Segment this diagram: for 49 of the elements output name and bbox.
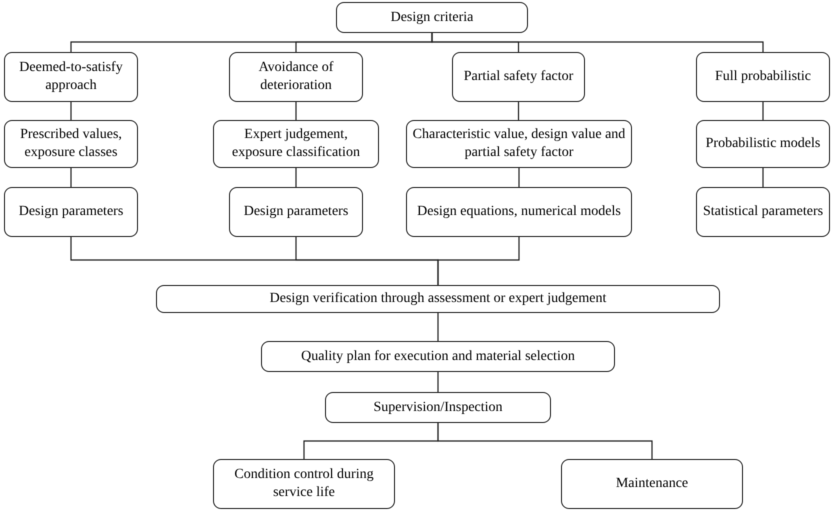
process-box: [406, 187, 632, 237]
box-label: Design criteria: [390, 8, 474, 26]
box-label: Design parameters: [18, 203, 124, 221]
box-label: Expert judgement, exposure classification: [231, 126, 361, 162]
box-label: Quality plan for execution and material selection: [301, 348, 575, 366]
connector-line: [437, 313, 439, 341]
box-label: Condition control during service life: [233, 466, 375, 502]
connector-line: [295, 102, 297, 120]
connector-line: [70, 102, 72, 120]
process-box: [325, 392, 551, 423]
box-label: Avoidance of deterioration: [258, 59, 334, 95]
box-label: Probabilistic models: [706, 135, 820, 153]
process-box: [561, 459, 743, 509]
process-box: [261, 341, 615, 372]
process-box: [4, 52, 138, 102]
connector-line: [437, 372, 439, 392]
process-box: [156, 285, 720, 313]
connector-line: [70, 168, 72, 187]
box-label: Partial safety factor: [464, 68, 574, 86]
process-box: [4, 120, 138, 168]
process-box: [213, 120, 379, 168]
process-box: [336, 2, 528, 33]
connector-line: [518, 168, 520, 187]
connector-line: [762, 102, 764, 120]
box-label: Statistical parameters: [702, 203, 824, 221]
box-label: Supervision/Inspection: [373, 398, 503, 416]
box-label: Prescribed values, exposure classes: [19, 126, 123, 162]
box-label: Characteristic value, design value and partial safety factor: [412, 126, 626, 162]
process-box: [406, 120, 632, 168]
box-label: Design verification through assessment or expert judgement: [270, 290, 606, 308]
process-box: [4, 187, 138, 237]
process-box: [696, 52, 830, 102]
connector-line: [431, 33, 764, 52]
box-label: Design parameters: [244, 203, 348, 221]
connector-line: [437, 237, 520, 285]
process-box: [229, 52, 363, 102]
process-box: [213, 459, 395, 509]
connector-line: [295, 168, 297, 187]
box-label: Design equations, numerical models: [417, 203, 621, 221]
process-box: [696, 120, 830, 168]
connector-line: [762, 168, 764, 187]
box-label: Full probabilistic: [714, 68, 812, 86]
connector-line: [518, 102, 520, 120]
box-label: Maintenance: [616, 475, 688, 493]
connector-line: [437, 423, 653, 459]
box-label: Deemed-to-satisfy approach: [18, 59, 124, 95]
process-box: [696, 187, 830, 237]
process-box: [229, 187, 363, 237]
process-box: [452, 52, 585, 102]
